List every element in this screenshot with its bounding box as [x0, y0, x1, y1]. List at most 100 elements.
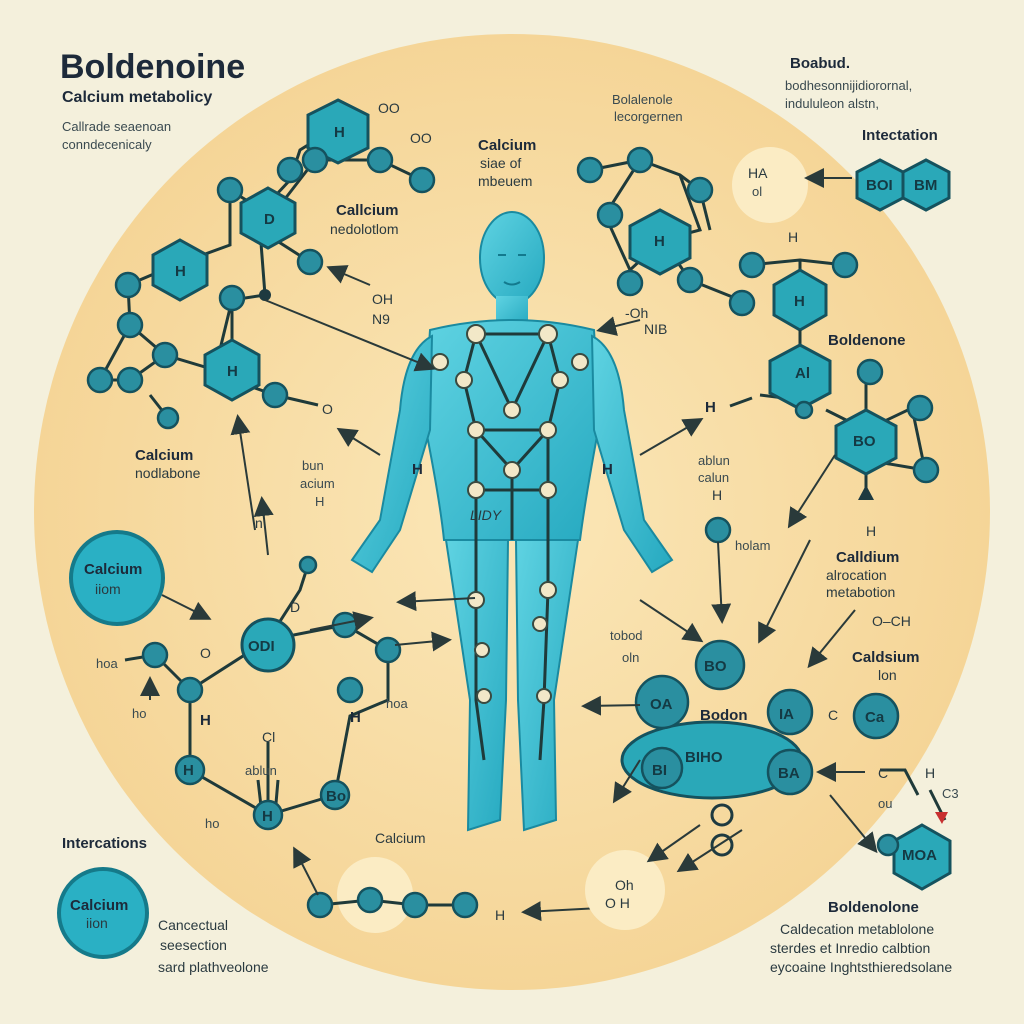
label-calun-h: H	[712, 487, 722, 503]
calcium-ion-bottom	[57, 867, 149, 959]
label-hoa-bottom: ho	[205, 816, 219, 831]
label-h-ring-right: H	[350, 709, 361, 726]
calcium-ion-left	[69, 530, 165, 626]
label-o-top: OO	[378, 100, 400, 116]
label-holam: holam	[735, 538, 770, 553]
ring-h1-label: H	[183, 762, 194, 779]
molecule-bottom-right-cluster	[620, 639, 952, 891]
calcium-ion-left-label-2: iiom	[95, 581, 121, 597]
label-ablun-right: ablun	[698, 453, 730, 468]
hex-label-2: D	[264, 211, 275, 228]
top-right-line-2: indululeon alstn,	[785, 96, 879, 111]
page-title: Boldenoine	[60, 48, 245, 86]
label-h-bottom-mid: H	[495, 907, 505, 923]
bottom-right-line-3: eycoaine Inghtsthieredsolane	[770, 959, 952, 975]
calcium-ion-bottom-label-2: iion	[86, 915, 108, 931]
boldenone-right-label: Boldenone	[828, 332, 906, 349]
label-ablun: ablun	[245, 763, 277, 778]
label-cc-ou: ou	[878, 796, 892, 811]
interactions-heading: Intercations	[62, 835, 147, 852]
ha-bubble	[732, 147, 808, 223]
molecule-ring-left	[124, 555, 402, 831]
body-h-left: H	[412, 461, 423, 478]
ring-odi-label: ODI	[248, 638, 275, 655]
label-d-left: D	[290, 599, 300, 615]
header-desc-1: Callrade seaenoan	[62, 119, 171, 134]
label-lotdo-1: tobod	[610, 628, 643, 643]
hex-boi-label: BOI	[866, 177, 893, 194]
label-n-left: n	[255, 515, 263, 531]
label-h-below-hex: H	[866, 523, 876, 539]
bottom-right-title: Boldenolone	[828, 899, 919, 916]
ring-h2-label: H	[262, 808, 273, 825]
top-center-label-2: siae of	[480, 155, 521, 171]
hex-ia: IA	[779, 706, 794, 723]
label-o-left: O	[322, 401, 333, 417]
human-figure	[350, 211, 674, 832]
hex-biho: BIHO	[685, 749, 723, 766]
hex-label-3: H	[175, 263, 186, 280]
ring-bo-label: Bo	[326, 788, 346, 805]
hex-top-right-h2: H	[794, 293, 805, 310]
label-o-ch: O–CH	[872, 613, 911, 629]
label-c: C	[828, 707, 838, 723]
label-calcium-bottom: Calcium	[375, 830, 426, 846]
top-center-note-1: Bolalenole	[612, 92, 673, 107]
label-oo-left: O	[200, 645, 211, 661]
label-calcium-ion-right-1: Caldsium	[852, 649, 920, 666]
atom-right-mid	[704, 516, 732, 544]
label-cc-c: C	[878, 765, 888, 781]
top-right-h: H	[788, 229, 798, 245]
calcium-ion-left-label-1: Calcium	[84, 561, 142, 578]
label-calun-right: calun	[698, 470, 729, 485]
label-bodon: Bodon	[700, 707, 747, 724]
label-oh-left-2: N9	[372, 311, 390, 327]
label-h-mid-right: H	[705, 399, 716, 416]
calcium-metabolone-label-1: Calcium	[135, 447, 193, 464]
calcium-metabolism-label-1: Callcium	[336, 202, 399, 219]
label-oh-right-2: NIB	[644, 321, 667, 337]
molecule-top-right	[576, 146, 859, 332]
label-oh-right-1: -Oh	[625, 305, 648, 321]
label-caldium-3: metabotion	[826, 584, 895, 600]
label-calcium-ion-right-2: lon	[878, 667, 897, 683]
top-center-label-3: mbeuem	[478, 173, 532, 189]
label-cc-c3: C3	[942, 786, 959, 801]
ha-label: HA	[748, 165, 768, 181]
hex-ca: Ca	[865, 709, 885, 726]
body-h-right: H	[602, 461, 613, 478]
label-hoa-left: hoa	[96, 656, 118, 671]
label-o-top2: OO	[410, 130, 432, 146]
top-center-label-1: Calcium	[478, 137, 536, 154]
molecule-top-left	[86, 98, 436, 430]
label-cl: Cl	[262, 729, 275, 745]
hex-bm-label: BM	[914, 177, 937, 194]
hex-top-right-h: H	[654, 233, 665, 250]
label-lotdo-2: oln	[622, 650, 639, 665]
header-desc-2: conndecenicaly	[62, 137, 152, 152]
hex-bo-right: BO	[853, 433, 876, 450]
label-oh-left-1: OH	[372, 291, 393, 307]
label-oh-bottom-2: O H	[605, 895, 630, 911]
hex-bm	[901, 158, 951, 212]
body-label: LIDY	[470, 507, 503, 523]
hex-label-4: H	[227, 363, 238, 380]
label-h-ring-left: H	[200, 712, 211, 729]
label-oh-bottom-1: Oh	[615, 877, 634, 893]
hex-bo-bottom: BO	[704, 658, 727, 675]
interaction-heading: Intectation	[862, 127, 938, 144]
hex-oa: OA	[650, 696, 673, 713]
label-hoa-ring: hoa	[386, 696, 408, 711]
interactions-line-1: Cancectual	[158, 917, 228, 933]
calcium-metabolone-label-2: nodlabone	[135, 465, 201, 481]
top-center-note-2: lecorgernen	[614, 109, 683, 124]
molecule-right-boldenone	[729, 330, 940, 500]
hex-label-1: H	[334, 124, 345, 141]
label-ho-left: ho	[132, 706, 146, 721]
hex-ba: BA	[778, 765, 800, 782]
label-bun-h: H	[315, 494, 324, 509]
calcium-ion-bottom-label-1: Calcium	[70, 897, 128, 914]
top-right-line-1: bodhesonnijidiorornal,	[785, 78, 912, 93]
